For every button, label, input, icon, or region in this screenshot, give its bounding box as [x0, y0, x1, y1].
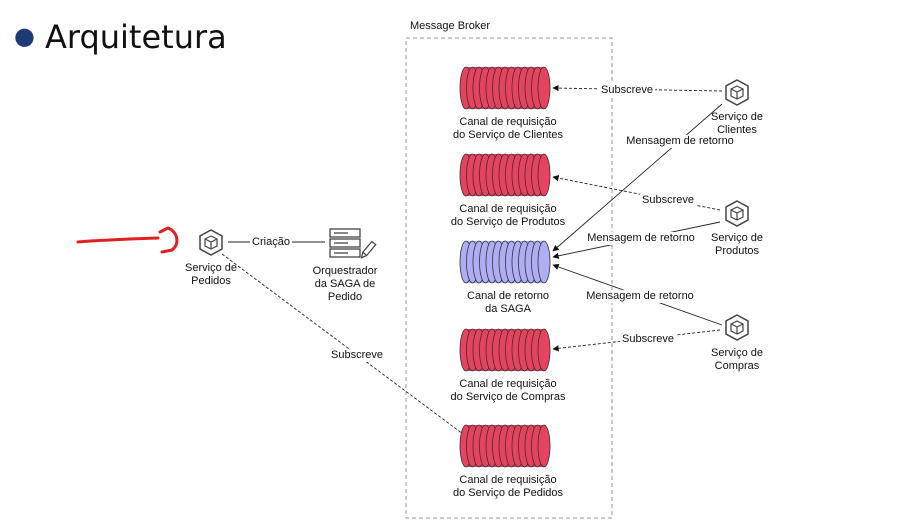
- service-compras-label: Serviço de Compras: [711, 347, 763, 372]
- slide-title: ● Arquitetura: [14, 18, 227, 56]
- edge-subscreve-pedidos: [221, 253, 468, 438]
- bullet-icon: ●: [14, 22, 35, 50]
- edge-retorno-produtos-label: Mensagem de retorno: [585, 232, 697, 245]
- edge-subscreve-compras-label: Subscreve: [620, 333, 676, 346]
- service-compras-icon: [725, 314, 749, 341]
- message-broker-label: Message Broker: [410, 20, 491, 32]
- edge-subscreve-compras: [552, 329, 721, 352]
- edge-retorno-clientes: [552, 103, 723, 252]
- service-produtos-label: Serviço de Produtos: [711, 232, 763, 257]
- channel-saga-queue: [459, 240, 551, 284]
- service-clientes-icon: [725, 79, 749, 106]
- channel-saga-label: Canal de retorno da SAGA: [467, 290, 549, 315]
- edge-subscreve-produtos: [552, 175, 721, 211]
- edge-criacao-label: Criação: [250, 236, 292, 249]
- service-pedidos-label: Serviço de Pedidos: [185, 262, 237, 287]
- channel-produtos-label: Canal de requisição do Serviço de Produt…: [450, 203, 566, 228]
- channel-clientes-label: Canal de requisição do Serviço de Client…: [452, 116, 564, 141]
- service-clientes-label: Serviço de Clientes: [711, 111, 763, 136]
- channels: [459, 66, 551, 468]
- slide-title-text: Arquitetura: [44, 18, 227, 56]
- channel-compras-queue: [459, 328, 551, 372]
- edge-subscreve-produtos-label: Subscreve: [640, 194, 696, 207]
- edge-retorno-compras-label: Mensagem de retorno: [584, 290, 696, 303]
- channel-compras-label: Canal de requisição do Serviço de Compra…: [450, 378, 566, 403]
- channel-pedidos-label: Canal de requisição do Serviço de Pedido…: [452, 474, 564, 499]
- edge-subscreve-pedidos-label: Subscreve: [329, 349, 385, 362]
- orchestrator-server-icon: [329, 228, 361, 258]
- edge-subscreve-clientes: [552, 84, 723, 92]
- edge-subscreve-clientes-label: Subscreve: [599, 84, 655, 97]
- channel-produtos-queue: [459, 153, 551, 197]
- red-annotation-arrow: [76, 226, 179, 254]
- service-produtos-icon: [725, 200, 749, 227]
- channel-clientes-queue: [459, 66, 551, 110]
- edge-retorno-clientes-label: Mensagem de retorno: [624, 135, 736, 148]
- service-pedidos-icon: [199, 229, 223, 256]
- channel-pedidos-queue: [459, 424, 551, 468]
- orchestrator-label: Orquestrador da SAGA de Pedido: [312, 265, 378, 303]
- pencil-icon: [360, 240, 377, 259]
